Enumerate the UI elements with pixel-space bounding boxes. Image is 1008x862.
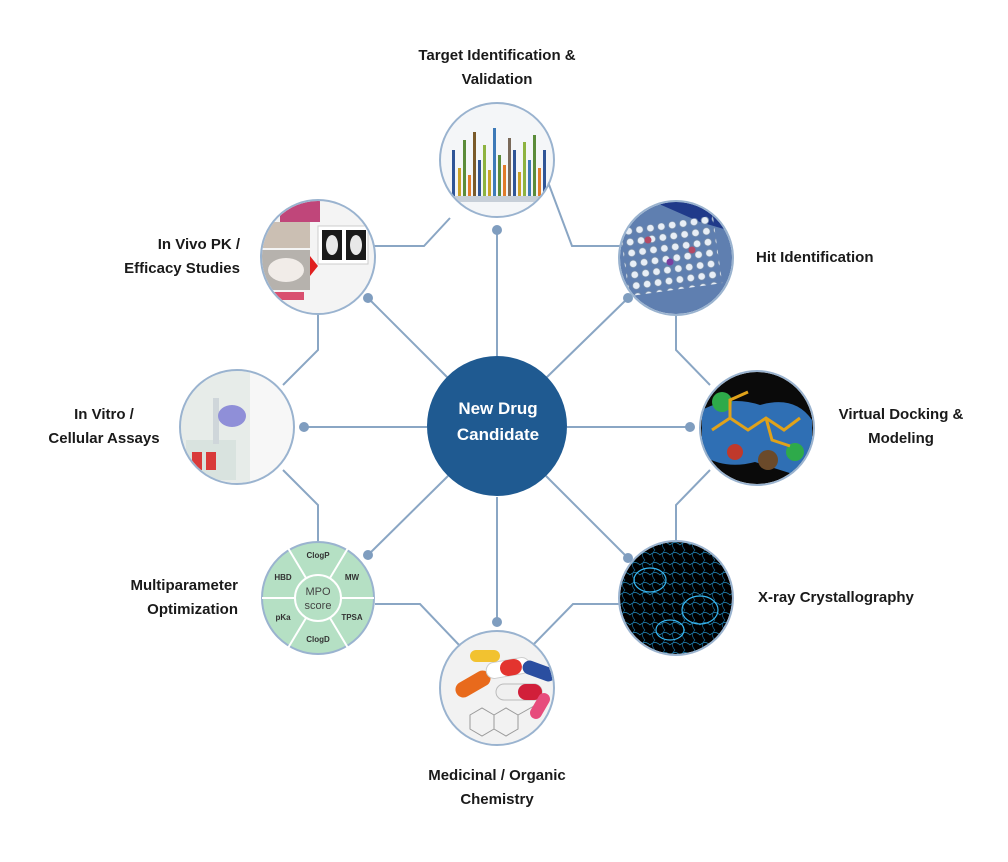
- label-target-line1: Target Identification &: [418, 47, 576, 64]
- center-label-line2: Candidate: [456, 425, 540, 444]
- spoke-mpo: [367, 475, 449, 556]
- dot-medchem: [492, 617, 502, 627]
- bar-chart-icon: [445, 128, 549, 202]
- center-label: New Drug Candidate: [427, 396, 569, 448]
- label-hit: Hit Identification: [756, 246, 874, 270]
- target-image: [441, 104, 553, 216]
- ring-invivo-target: [374, 217, 451, 247]
- label-xray-line1: X-ray Crystallography: [758, 589, 914, 606]
- mpo-seg-clogd: ClogD: [306, 635, 330, 644]
- dot-xray: [623, 553, 633, 563]
- dot-target: [492, 225, 502, 235]
- docking-image: [701, 372, 813, 484]
- pipette-icon: [213, 398, 219, 444]
- docking-ring: [699, 370, 815, 486]
- glove-icon: [218, 405, 246, 427]
- label-mpo: Multiparameter Optimization: [110, 574, 238, 622]
- label-target-line2: Validation: [461, 71, 533, 88]
- target-ring: [439, 102, 555, 218]
- center-circle: [427, 356, 567, 496]
- invitro-ring: [179, 369, 295, 485]
- mpo-inner-line1: MPO: [305, 586, 331, 598]
- dot-hit: [623, 293, 633, 303]
- dot-mpo: [363, 550, 373, 560]
- mpo-seg-pka: pKa: [275, 613, 291, 622]
- chemical-structure-icon: [469, 705, 535, 737]
- label-xray: X-ray Crystallography: [758, 586, 914, 610]
- label-target: Target Identification & Validation: [410, 44, 584, 92]
- label-invitro-line1: In Vitro /: [74, 406, 134, 423]
- label-docking: Virtual Docking & Modeling: [834, 403, 968, 451]
- xray-image: [620, 542, 732, 654]
- dot-invivo: [363, 293, 373, 303]
- label-invivo-line1: In Vivo PK /: [157, 236, 240, 253]
- mpo-inner: [294, 574, 342, 622]
- invitro-image: [181, 371, 293, 483]
- ring-xray-medchem: [532, 603, 620, 646]
- mpo-seg-mw: MW: [345, 573, 360, 582]
- ring-invitro-invivo: [282, 313, 319, 386]
- label-mpo-line2: Optimization: [147, 601, 238, 618]
- medchem-image: [441, 632, 553, 744]
- mpo-seg-tpsa: TPSA: [341, 613, 363, 622]
- connector-dots: [299, 225, 695, 627]
- mesh-icon: [620, 542, 732, 654]
- label-medchem-line1: Medicinal / Organic: [428, 767, 566, 784]
- label-invitro-line2: Cellular Assays: [48, 430, 160, 447]
- hit-ring: [618, 200, 734, 316]
- mpo-seg-clogp: ClogP: [306, 551, 330, 560]
- label-invivo: In Vivo PK / Efficacy Studies: [110, 233, 240, 281]
- label-hit-line1: Hit Identification: [756, 249, 874, 266]
- ring-mpo-invitro: [282, 469, 319, 542]
- label-docking-line2: Modeling: [868, 430, 934, 447]
- connectors: [282, 181, 711, 647]
- xray-ring: [618, 540, 734, 656]
- spoke-hit: [545, 297, 629, 379]
- label-mpo-line1: Multiparameter: [130, 577, 238, 594]
- mpo-seg-hbd: HBD: [274, 573, 292, 582]
- ring-medchem-mpo: [375, 603, 461, 647]
- pills-icon: [455, 650, 553, 719]
- invivo-ring: [260, 199, 376, 315]
- molecule-icon: [711, 390, 801, 448]
- spoke-xray: [545, 475, 629, 559]
- label-medchem-line2: Chemistry: [460, 791, 534, 808]
- label-docking-line1: Virtual Docking &: [838, 406, 964, 423]
- ring-target-hit: [547, 181, 620, 247]
- label-invitro: In Vitro / Cellular Assays: [36, 403, 172, 451]
- dot-docking: [685, 422, 695, 432]
- mpo-inner-line2: score: [305, 600, 332, 612]
- ring-hit-docking: [675, 314, 711, 386]
- ring-docking-xray: [675, 469, 711, 542]
- spoke-invivo: [367, 297, 449, 379]
- mpo-wheel: ClogP MW TPSA ClogD pKa HBD MPO score: [261, 541, 375, 655]
- medchem-ring: [439, 630, 555, 746]
- label-medchem: Medicinal / Organic Chemistry: [420, 764, 574, 812]
- dot-invitro: [299, 422, 309, 432]
- well-plate-icon: [620, 215, 723, 297]
- mouse-icon: [268, 258, 304, 282]
- label-invivo-line2: Efficacy Studies: [124, 260, 240, 277]
- center-label-line1: New Drug: [458, 399, 538, 418]
